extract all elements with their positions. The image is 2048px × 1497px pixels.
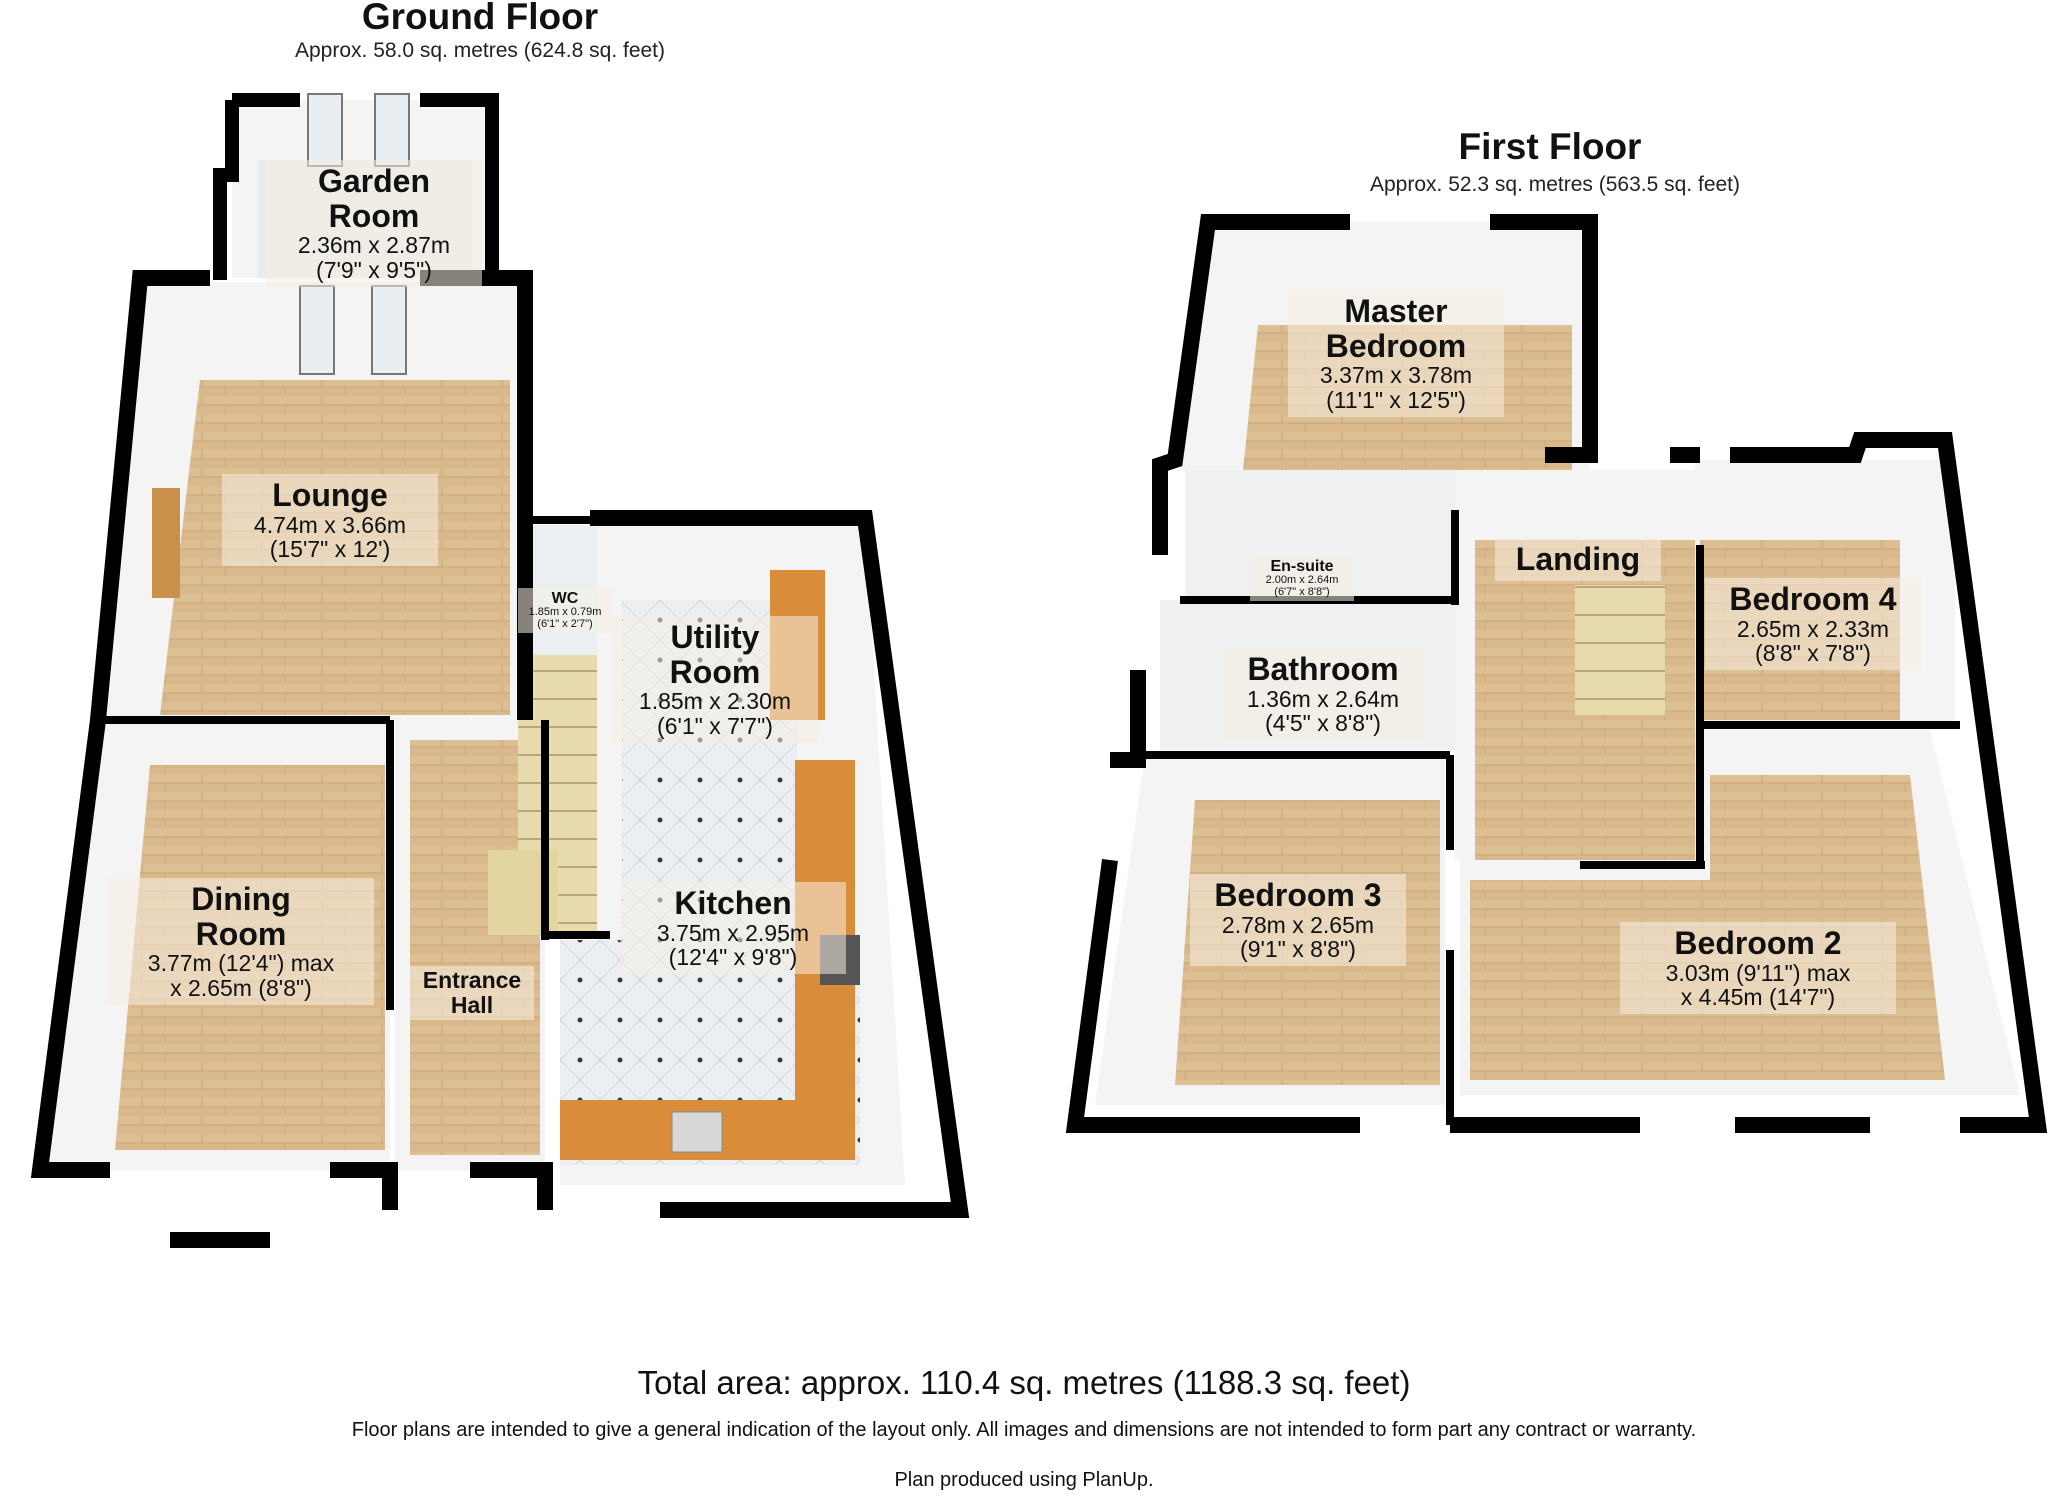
disclaimer: Floor plans are intended to give a gener… [351,1419,1697,1441]
room-dimensions: 2.36m x 2.87m (7'9" x 9'5") [297,232,451,283]
bedroom3-label: Bedroom 3 2.78m x 2.65m (9'1" x 8'8") [1190,874,1406,967]
room-name: Garden Room [317,163,431,234]
room-dimensions: 3.03m (9'11") max x 4.45m (14'7") [1665,959,1851,1011]
room-name: Dining Room [191,881,291,952]
ground-floor-title: Ground Floor [361,0,599,37]
first-floor-walls [1065,214,2048,1133]
room-dimensions: 2.00m x 2.64m (6'7" x 8'8") [1265,574,1339,599]
room-name: Landing [1515,541,1641,577]
ground-floor-area: Approx. 58.0 sq. metres (624.8 sq. feet) [294,39,666,62]
wc-label: WC 1.85m x 0.79m (6'1" x 2'7") [518,588,612,634]
first-floor-stairs [1575,585,1665,715]
ground-floor-plan [30,93,970,1248]
garden-door-left [307,93,343,167]
plan-credit: Plan produced using PlanUp. [894,1469,1154,1491]
ensuite-label: En-suite 2.00m x 2.64m (6'7" x 8'8") [1250,556,1354,602]
bathroom-label: Bathroom 1.36m x 2.64m (4'5" x 8'8") [1220,648,1426,741]
landing-label: Landing [1495,538,1661,581]
garden-door-right [374,93,410,167]
total-area: Total area: approx. 110.4 sq. metres (11… [637,1364,1411,1401]
garden-room-label: Garden Room 2.36m x 2.87m (7'9" x 9'5") [266,160,482,287]
room-dimensions: 3.37m x 3.78m (11'1" x 12'5") [1319,362,1473,413]
master-bedroom-label: Master Bedroom 3.37m x 3.78m (11'1" x 12… [1288,290,1504,417]
room-name: En-suite [1270,558,1334,575]
first-floor-area: Approx. 52.3 sq. metres (563.5 sq. feet) [1369,173,1741,196]
room-name: Kitchen [674,885,792,921]
room-dimensions: 2.78m x 2.65m (9'1" x 8'8") [1221,911,1375,963]
room-name: Lounge [272,477,388,513]
room-dimensions: 4.74m x 3.66m (15'7" x 12') [253,511,407,563]
bedroom2-label: Bedroom 2 3.03m (9'11") max x 4.45m (14'… [1620,922,1896,1015]
room-dimensions: 1.36m x 2.64m (4'5" x 8'8") [1246,685,1400,737]
room-dimensions: 1.85m x 0.79m (6'1" x 2'7") [528,606,602,631]
fireplace-icon [152,488,180,598]
room-dimensions: 1.85m x 2.30m (6'1" x 7'7") [638,688,792,739]
kitchen-label: Kitchen 3.75m x 2.95m (12'4" x 9'8") [620,882,846,975]
entrance-hall-label: Entrance Hall [410,966,534,1020]
room-name: Master Bedroom [1325,293,1467,364]
dining-room-label: Dining Room 3.77m (12'4") max x 2.65m (8… [108,878,374,1005]
room-name: WC [551,590,579,607]
landing-area [1455,470,1705,860]
room-name: Entrance Hall [422,967,522,1018]
room-dimensions: 3.75m x 2.95m (12'4" x 9'8") [656,919,810,971]
room-name: Bathroom [1247,651,1399,687]
room-name: Bedroom 2 [1674,925,1842,961]
room-dimensions: 3.77m (12'4") max x 2.65m (8'8") [147,950,335,1001]
utility-room-label: Utility Room 1.85m x 2.30m (6'1" x 7'7") [612,616,818,743]
bedroom4-label: Bedroom 4 2.65m x 2.33m (8'8" x 7'8") [1705,578,1921,671]
first-floor-title: First Floor [1458,126,1642,167]
room-dimensions: 2.65m x 2.33m (8'8" x 7'8") [1736,615,1890,667]
room-name: Bedroom 4 [1729,581,1897,617]
room-name: Bedroom 3 [1214,877,1382,913]
sink-icon [671,1111,723,1153]
lounge-label: Lounge 4.74m x 3.66m (15'7" x 12') [222,474,438,567]
room-name: Utility Room [669,619,761,690]
